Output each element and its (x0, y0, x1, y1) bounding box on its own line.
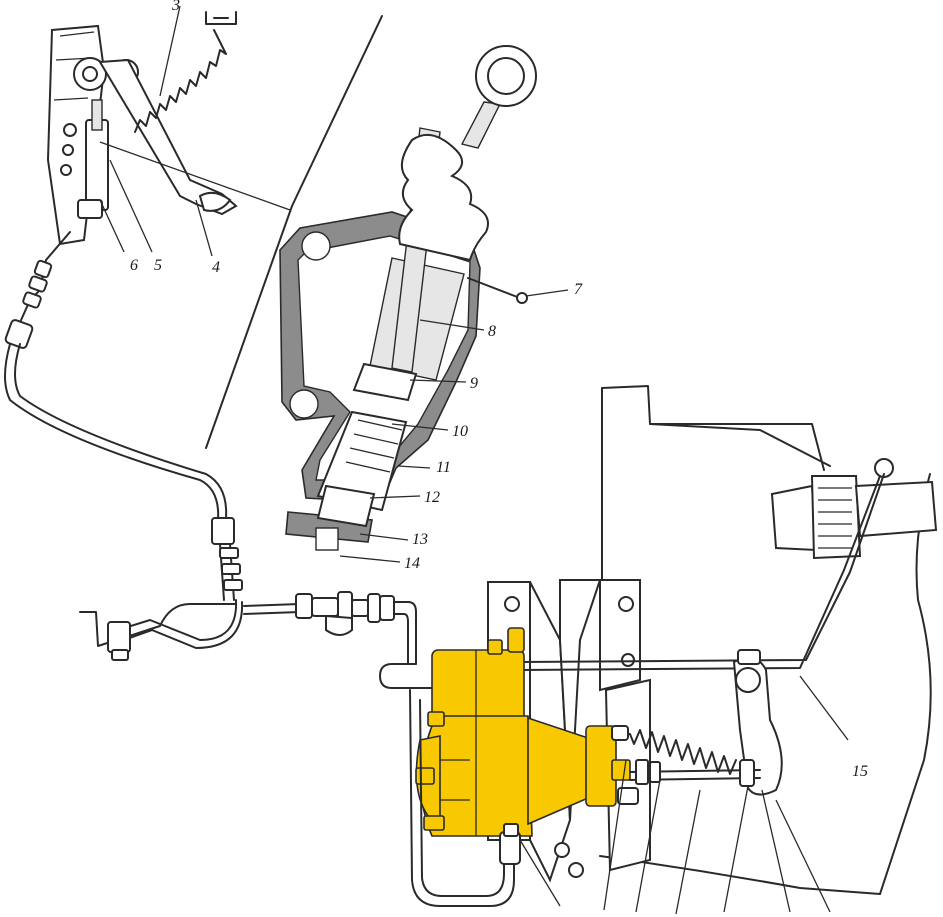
callout-5: 5 (154, 257, 162, 274)
callout-4: 4 (212, 259, 220, 276)
booster-fitting (507, 627, 525, 653)
callout-11: 11 (436, 459, 451, 476)
callout-6: 6 (130, 257, 138, 274)
callout-7: 7 (574, 281, 583, 298)
callout-8: 8 (488, 323, 496, 340)
bottom-lines (409, 675, 849, 915)
callout-labels: 3 4 5 6 7 8 9 10 11 12 13 14 15 (130, 0, 868, 780)
callout-3: 3 (171, 0, 180, 14)
pedal-return-spring (134, 29, 227, 133)
callout-13: 13 (412, 531, 428, 548)
callout-14: 14 (404, 555, 420, 572)
pedal-assembly (46, 11, 291, 246)
clutch-booster-unit (379, 627, 631, 837)
callout-12: 12 (424, 489, 440, 506)
booster-top-body (431, 649, 525, 723)
frame-bracket (487, 385, 938, 895)
callout-15: 15 (852, 763, 868, 780)
callout-10: 10 (452, 423, 468, 440)
master-cylinder-section-view (205, 15, 537, 551)
callout-9: 9 (470, 375, 478, 392)
section-leaders (99, 5, 569, 563)
pressure-pipe (243, 591, 417, 665)
supply-hose (4, 231, 244, 661)
slave-return-spring (611, 725, 761, 805)
